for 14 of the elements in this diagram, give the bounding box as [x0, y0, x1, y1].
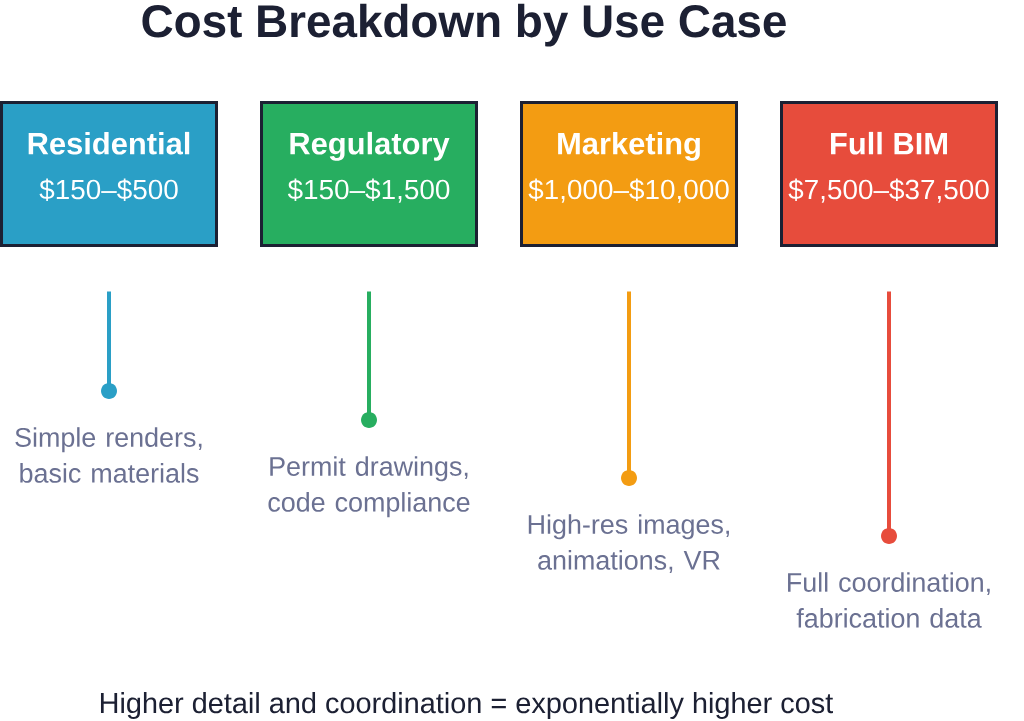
- leader-line: [101, 291, 117, 399]
- category-box: Marketing $1,000–$10,000: [520, 101, 738, 247]
- description-text: High-res images, animations, VR: [528, 514, 729, 573]
- leader-line: [361, 291, 377, 428]
- leader-line: [621, 291, 637, 486]
- category-box: Full BIM $7,500–$37,500: [780, 101, 998, 247]
- description-text: Full coordination, fabrication data: [788, 572, 990, 628]
- category-box: Residential $150–$500: [0, 101, 218, 247]
- footnote: Higher detail and coordination = exponentially higher cost: [101, 692, 833, 719]
- description-text: Simple renders, basic materials: [15, 427, 202, 483]
- description-text: Permit drawings, code compliance: [268, 456, 470, 518]
- leader-line: [881, 291, 897, 544]
- category-box: Regulatory $150–$1,500: [260, 101, 478, 247]
- title: Cost Breakdown by Use Case: [142, 3, 786, 47]
